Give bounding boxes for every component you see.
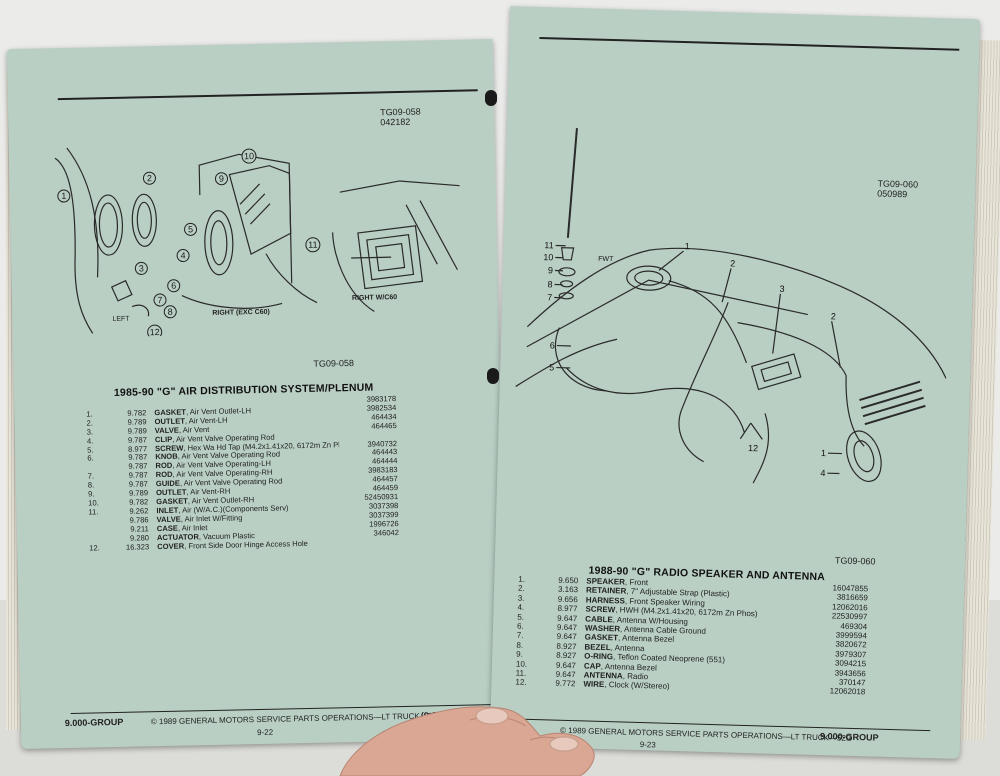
part-number: 12062018: [829, 686, 866, 697]
callout-12: 12: [147, 324, 163, 339]
part-ref: 11.: [88, 507, 99, 517]
part-ref: 12.: [89, 542, 100, 553]
callout-5: 5: [549, 362, 554, 372]
radio-antenna-diagram: 11 10 9 8 7 6 5 1 2 3 2 1 4 12 FWT: [515, 127, 947, 484]
part-ref: 6.: [87, 453, 94, 464]
callout-2: 2: [142, 171, 156, 185]
part-ref: 3.: [517, 593, 525, 603]
part-ref: 9.: [516, 649, 524, 659]
svg-text:12: 12: [150, 327, 160, 337]
figure-code-bottom: TG09-058: [313, 357, 355, 369]
callout-11: 11: [544, 240, 554, 250]
part-ref: 5.: [517, 612, 525, 622]
svg-text:1: 1: [61, 191, 66, 201]
callout-5: 5: [184, 222, 198, 236]
part-ref: 6.: [516, 621, 524, 631]
callout-12: 12: [748, 443, 758, 453]
binder-hole-top: [485, 90, 497, 106]
callout-11: 11: [305, 237, 321, 253]
callout-7: 7: [153, 293, 167, 307]
callout-1b: 1: [821, 448, 826, 458]
callout-3: 3: [134, 261, 148, 275]
callout-10: 10: [241, 148, 257, 164]
header-rule: [539, 36, 960, 51]
left-page: TG09-058 042182: [6, 38, 508, 750]
svg-text:8: 8: [168, 307, 173, 317]
page-number: 9-22: [256, 727, 274, 738]
svg-text:2: 2: [147, 173, 152, 183]
part-ref: [89, 526, 109, 535]
callout-10: 10: [543, 252, 553, 262]
part-ref: 11.: [515, 668, 527, 678]
callout-6: 6: [167, 279, 181, 293]
binder-hole-bottom: [487, 368, 499, 384]
part-ref: 7.: [516, 631, 524, 641]
svg-text:7: 7: [157, 295, 162, 305]
svg-text:10: 10: [244, 151, 254, 161]
part-ref: 2.: [517, 583, 525, 594]
air-distribution-diagram: 1 2 3 4 5 6 7 8 9 10 11 12: [54, 147, 460, 339]
footer-group: 9.000-GROUP: [819, 731, 879, 743]
part-ref: 10.: [515, 659, 528, 669]
right-page: TG09-060 050989: [489, 6, 981, 759]
part-ref: 1.: [518, 574, 526, 584]
view-label-right-exc-c60: RIGHT (EXC C60): [212, 308, 270, 317]
callout-6: 6: [550, 340, 555, 350]
figure-code: TG09-058: [380, 106, 421, 118]
view-label-right-w-c60: RIGHT W/C60: [351, 294, 398, 302]
part-number: [341, 538, 399, 548]
callout-1: 1: [685, 241, 690, 251]
svg-text:4: 4: [180, 250, 185, 260]
view-label-left: LEFT: [112, 315, 130, 324]
callout-2: 2: [730, 258, 735, 268]
figure-code-bottom: TG09-060: [834, 555, 876, 567]
callout-9: 9: [548, 265, 553, 275]
part-group: 16.323: [125, 541, 150, 552]
callout-3: 3: [779, 284, 784, 294]
header-rule: [57, 89, 478, 101]
figure-date: 042182: [380, 116, 411, 128]
part-ref: 4.: [517, 602, 525, 612]
callout-7: 7: [547, 292, 552, 302]
callout-4: 4: [820, 468, 825, 478]
page-number: 9-23: [639, 740, 656, 750]
part-group: 9.772: [555, 679, 576, 689]
callout-4: 4: [176, 249, 190, 263]
svg-text:11: 11: [308, 240, 318, 250]
svg-text:5: 5: [188, 224, 193, 234]
hand-holding-book: [339, 706, 595, 776]
part-ref: 12.: [515, 678, 527, 688]
part-ref: 8.: [516, 640, 524, 650]
footer-group: 9.000-GROUP: [64, 716, 124, 729]
callout-1: 1: [57, 189, 71, 203]
svg-text:9: 9: [219, 174, 224, 184]
callout-9: 9: [214, 172, 228, 186]
svg-text:3: 3: [139, 263, 144, 273]
callout-8: 8: [163, 305, 177, 319]
callout-2b: 2: [831, 311, 836, 321]
svg-text:6: 6: [171, 281, 176, 291]
callout-8: 8: [547, 279, 552, 289]
part-ref: [89, 517, 109, 526]
fwd-label: FWT: [598, 256, 614, 263]
